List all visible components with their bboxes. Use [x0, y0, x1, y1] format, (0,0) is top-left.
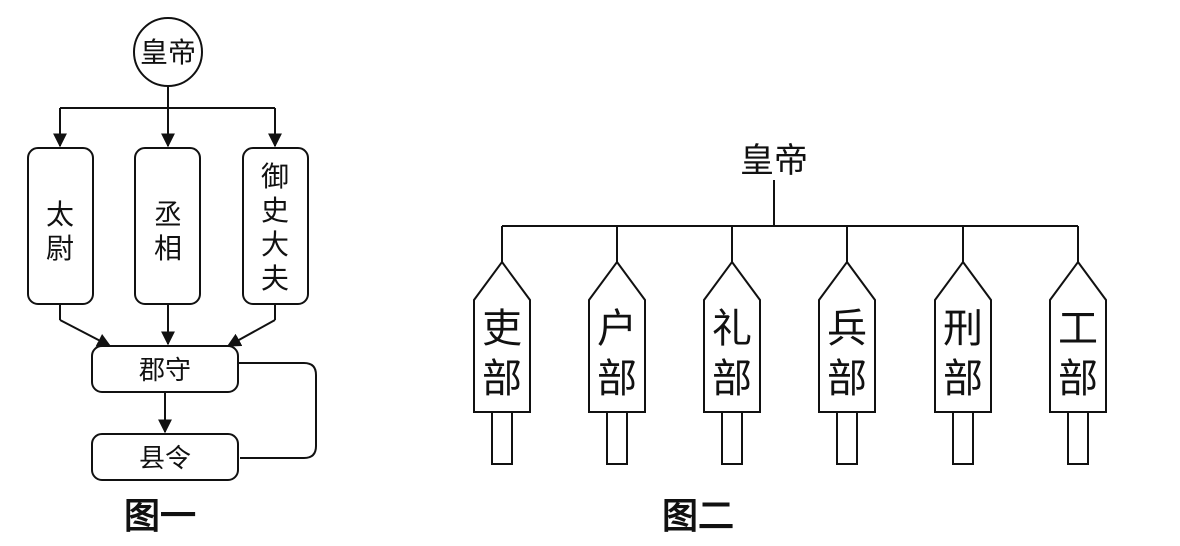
- f2-ministry-post: [721, 411, 743, 465]
- f2-ministry-char: 户: [597, 306, 637, 352]
- f2-ministry-char: 部: [482, 356, 522, 402]
- f1-commandery-label: 郡守: [139, 356, 191, 386]
- f2-ministry-3: 礼部: [703, 226, 761, 465]
- f1-taiwei-char-1: 太: [46, 198, 74, 231]
- f1-emperor-connectors: [53, 86, 282, 148]
- f2-connectors: [502, 180, 1078, 227]
- f2-ministry-5: 刑部: [934, 226, 992, 465]
- f1-emperor-label: 皇帝: [140, 36, 196, 69]
- f1-commandery-node: 郡守: [91, 345, 239, 393]
- f2-ministry-char: 吏: [482, 306, 522, 352]
- f2-ministry-6: 工部: [1049, 226, 1107, 465]
- f1-yushidafu-char-2: 史: [261, 194, 289, 227]
- f1-taiwei-char-2: 尉: [46, 232, 74, 265]
- f1-yushidafu-char-3: 大: [261, 228, 289, 261]
- f1-county-node: 县令: [91, 433, 239, 481]
- f2-ministry-char: 部: [597, 356, 637, 402]
- f1-commandery-connectors: [158, 362, 317, 459]
- f1-minister-taiwei: 太 尉: [27, 147, 94, 305]
- figure-1: 皇帝 太 尉 丞 相 御 史 大 夫: [27, 17, 317, 537]
- f2-ministry-post: [952, 411, 974, 465]
- f1-chengxiang-char-2: 相: [154, 232, 182, 265]
- f2-ministry-post: [491, 411, 513, 465]
- f2-ministry-char: 工: [1058, 306, 1098, 352]
- f1-minister-yushidafu: 御 史 大 夫: [242, 147, 309, 305]
- f2-ministry-post: [606, 411, 628, 465]
- f2-caption: 图二: [662, 495, 734, 537]
- f2-ministry-char: 礼: [712, 306, 752, 352]
- f2-ministry-2: 户部: [588, 226, 646, 465]
- f2-ministry-post: [1067, 411, 1089, 465]
- f1-minister-connectors: [59, 304, 276, 347]
- f1-yushidafu-char-4: 夫: [261, 262, 289, 295]
- f2-ministry-char: 兵: [827, 306, 867, 352]
- f2-ministry-post: [836, 411, 858, 465]
- f1-yushidafu-char-1: 御: [261, 160, 289, 193]
- f2-ministry-char: 部: [712, 356, 752, 402]
- f2-ministry-char: 刑: [943, 306, 983, 352]
- f2-emperor-label: 皇帝: [740, 141, 808, 181]
- f2-ministry-1: 吏部: [473, 226, 531, 465]
- f1-chengxiang-char-1: 丞: [154, 198, 182, 231]
- f1-minister-chengxiang: 丞 相: [134, 147, 201, 305]
- f2-ministry-4: 兵部: [818, 226, 876, 465]
- f1-caption: 图一: [124, 495, 196, 537]
- f2-ministry-char: 部: [827, 356, 867, 402]
- f2-ministry-char: 部: [1058, 356, 1098, 402]
- f1-emperor-node: 皇帝: [133, 17, 203, 87]
- f2-ministry-char: 部: [943, 356, 983, 402]
- f1-county-label: 县令: [139, 444, 191, 474]
